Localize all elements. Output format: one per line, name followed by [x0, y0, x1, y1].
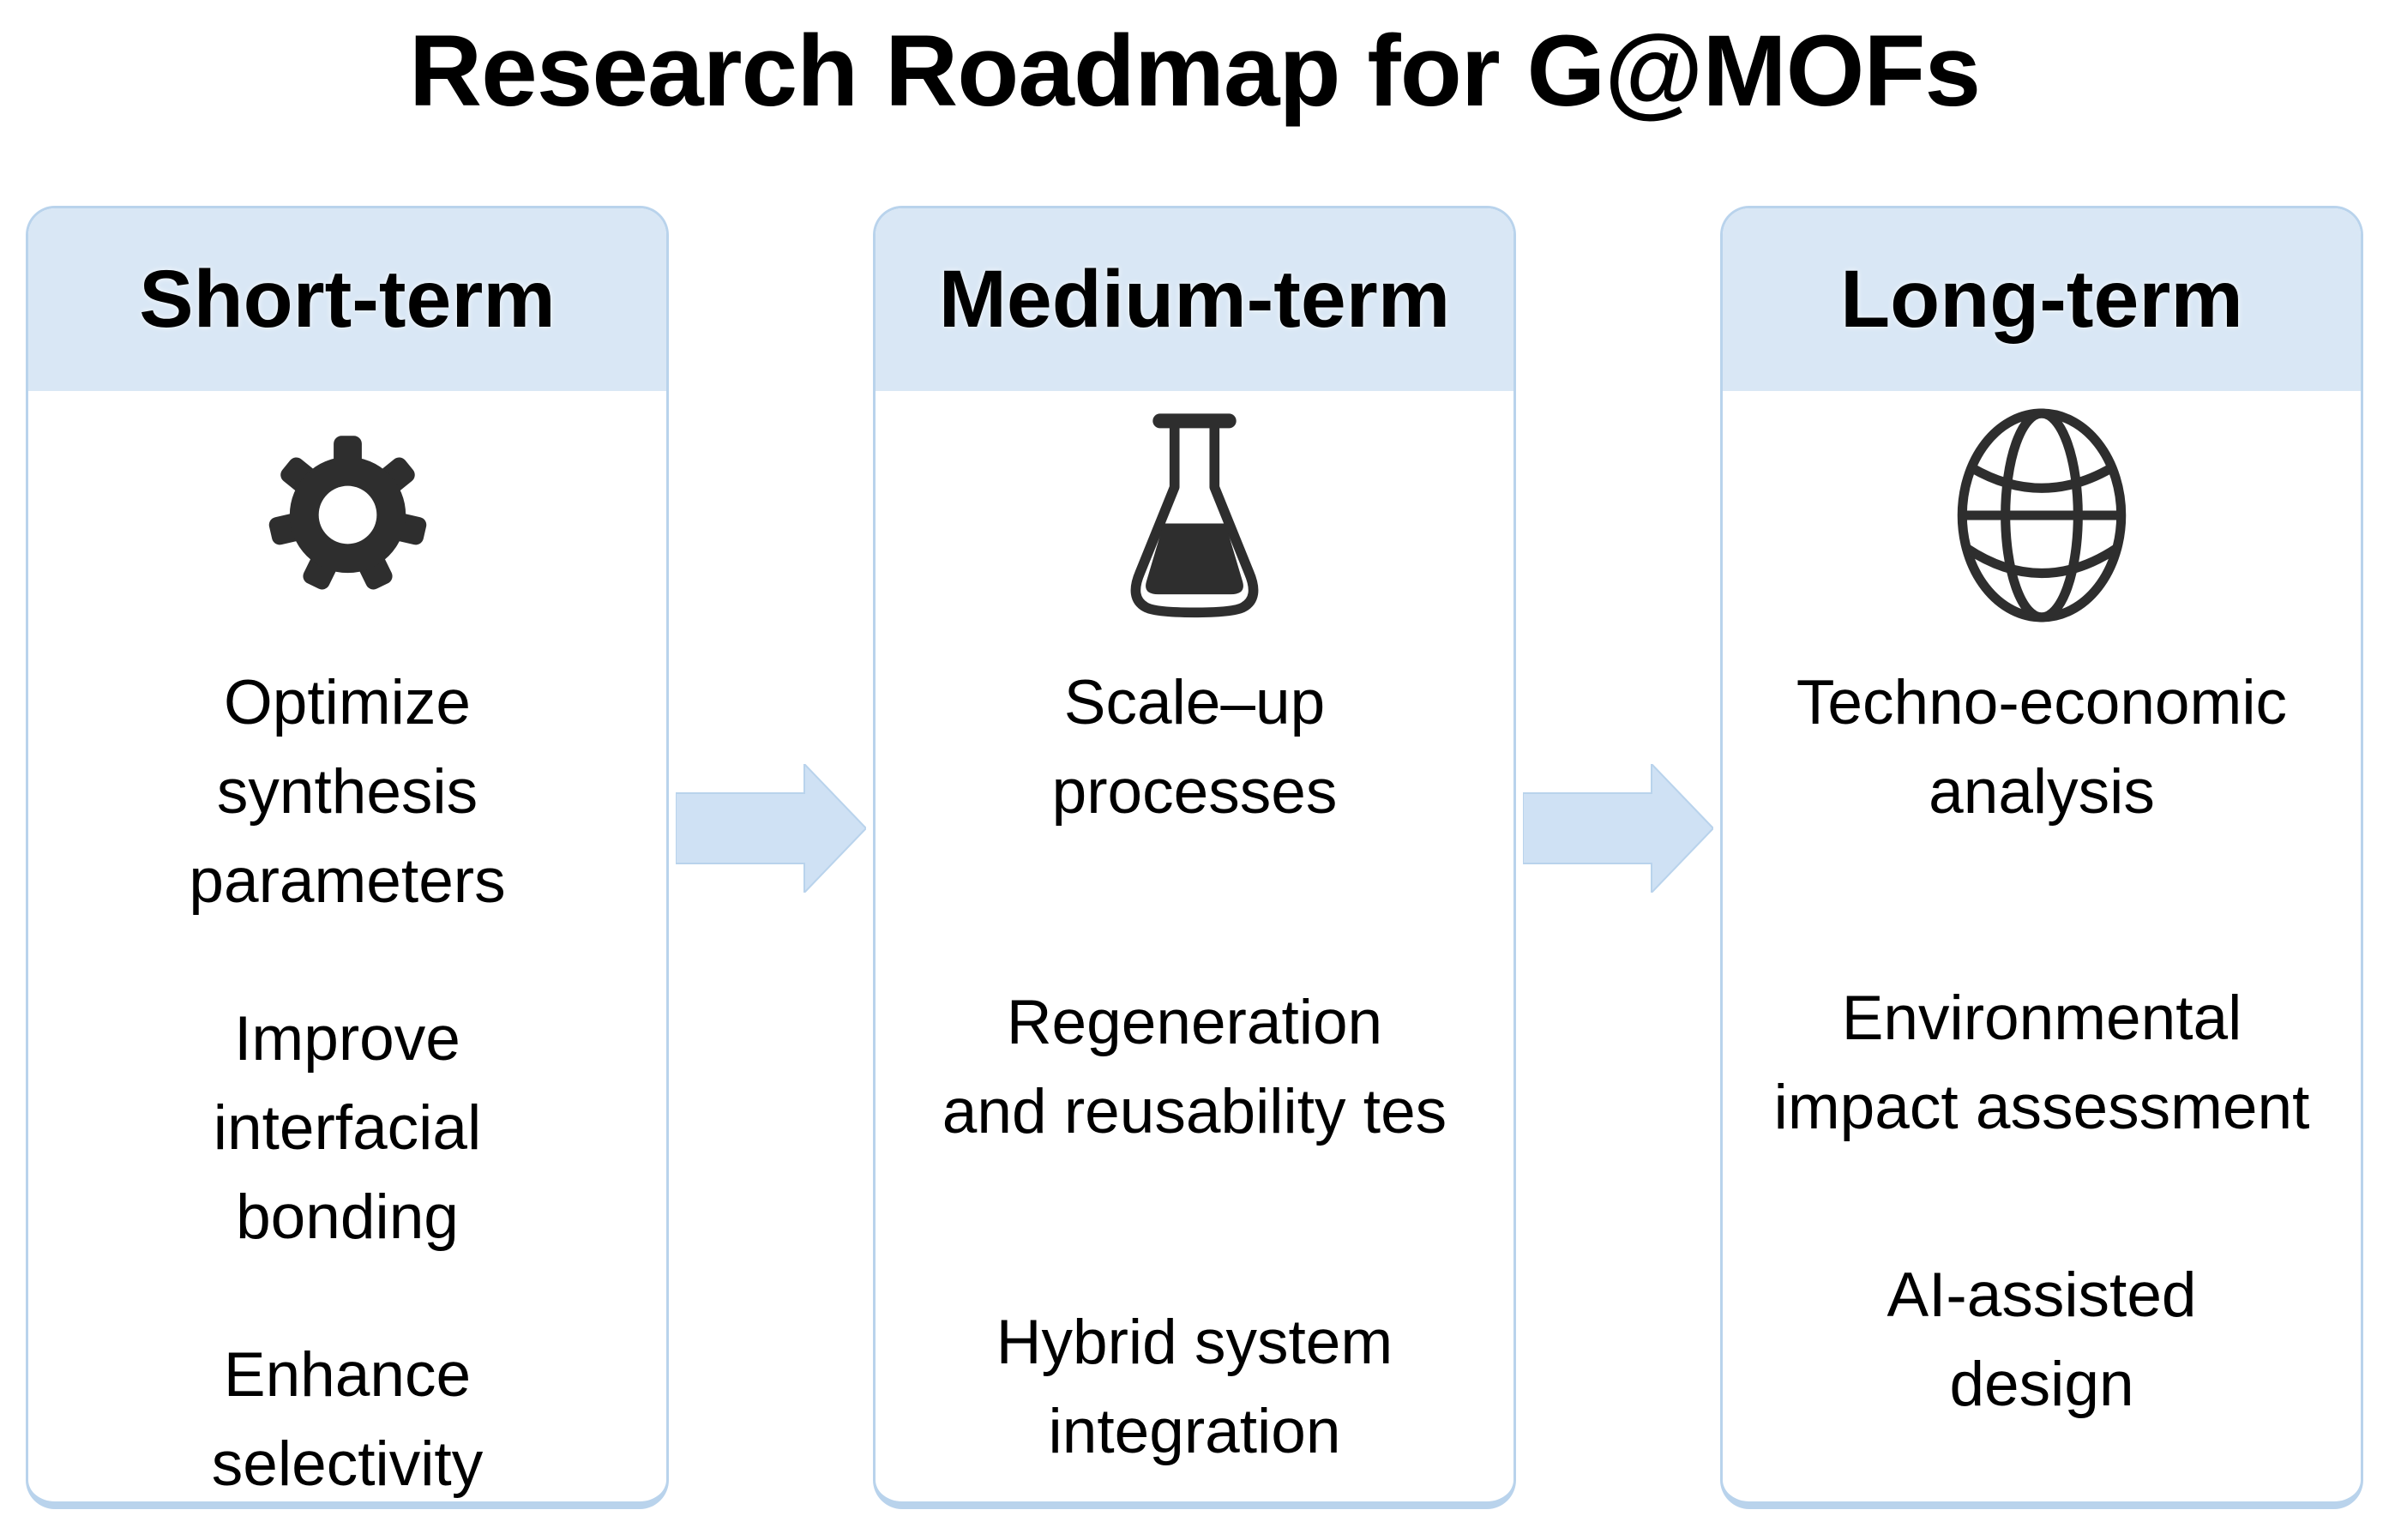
right-arrow-icon	[675, 761, 868, 895]
roadmap-item: Environmental impact assessment	[1773, 983, 2310, 1142]
column-icon	[260, 391, 436, 640]
roadmap-item: Improve interfacial bonding	[213, 1003, 482, 1252]
column-icon	[1104, 391, 1285, 640]
column-header: Short-term	[28, 208, 666, 391]
column-header: Medium-term	[876, 208, 1513, 391]
roadmap-item: Hybrid system integration	[996, 1307, 1393, 1466]
roadmap-columns: Short-term Optimize synthesis parameters…	[26, 205, 2363, 1509]
roadmap-item: Scale–up processes	[1051, 667, 1338, 827]
flask-icon	[1130, 413, 1259, 617]
column-icon	[1947, 391, 2137, 640]
arrow-between-columns	[1522, 761, 1715, 895]
roadmap-item: Optimize synthesis parameters	[189, 667, 506, 916]
right-arrow-icon	[1522, 761, 1715, 895]
globe-icon	[1957, 408, 2127, 623]
roadmap-item: Enhance selectivity	[211, 1339, 484, 1499]
roadmap-item: Techno-economic analysis	[1796, 667, 2288, 827]
roadmap-item: Regeneration and reusability tes	[942, 987, 1447, 1146]
page-title: Research Roadmap for G@MOFs	[408, 15, 1981, 128]
gear-icon	[268, 436, 426, 590]
roadmap-column: Short-term Optimize synthesis parameters…	[26, 205, 669, 1509]
roadmap-item: AI-assisted design	[1887, 1260, 2197, 1419]
arrow-between-columns	[675, 761, 868, 895]
column-header: Long-term	[1723, 208, 2361, 391]
